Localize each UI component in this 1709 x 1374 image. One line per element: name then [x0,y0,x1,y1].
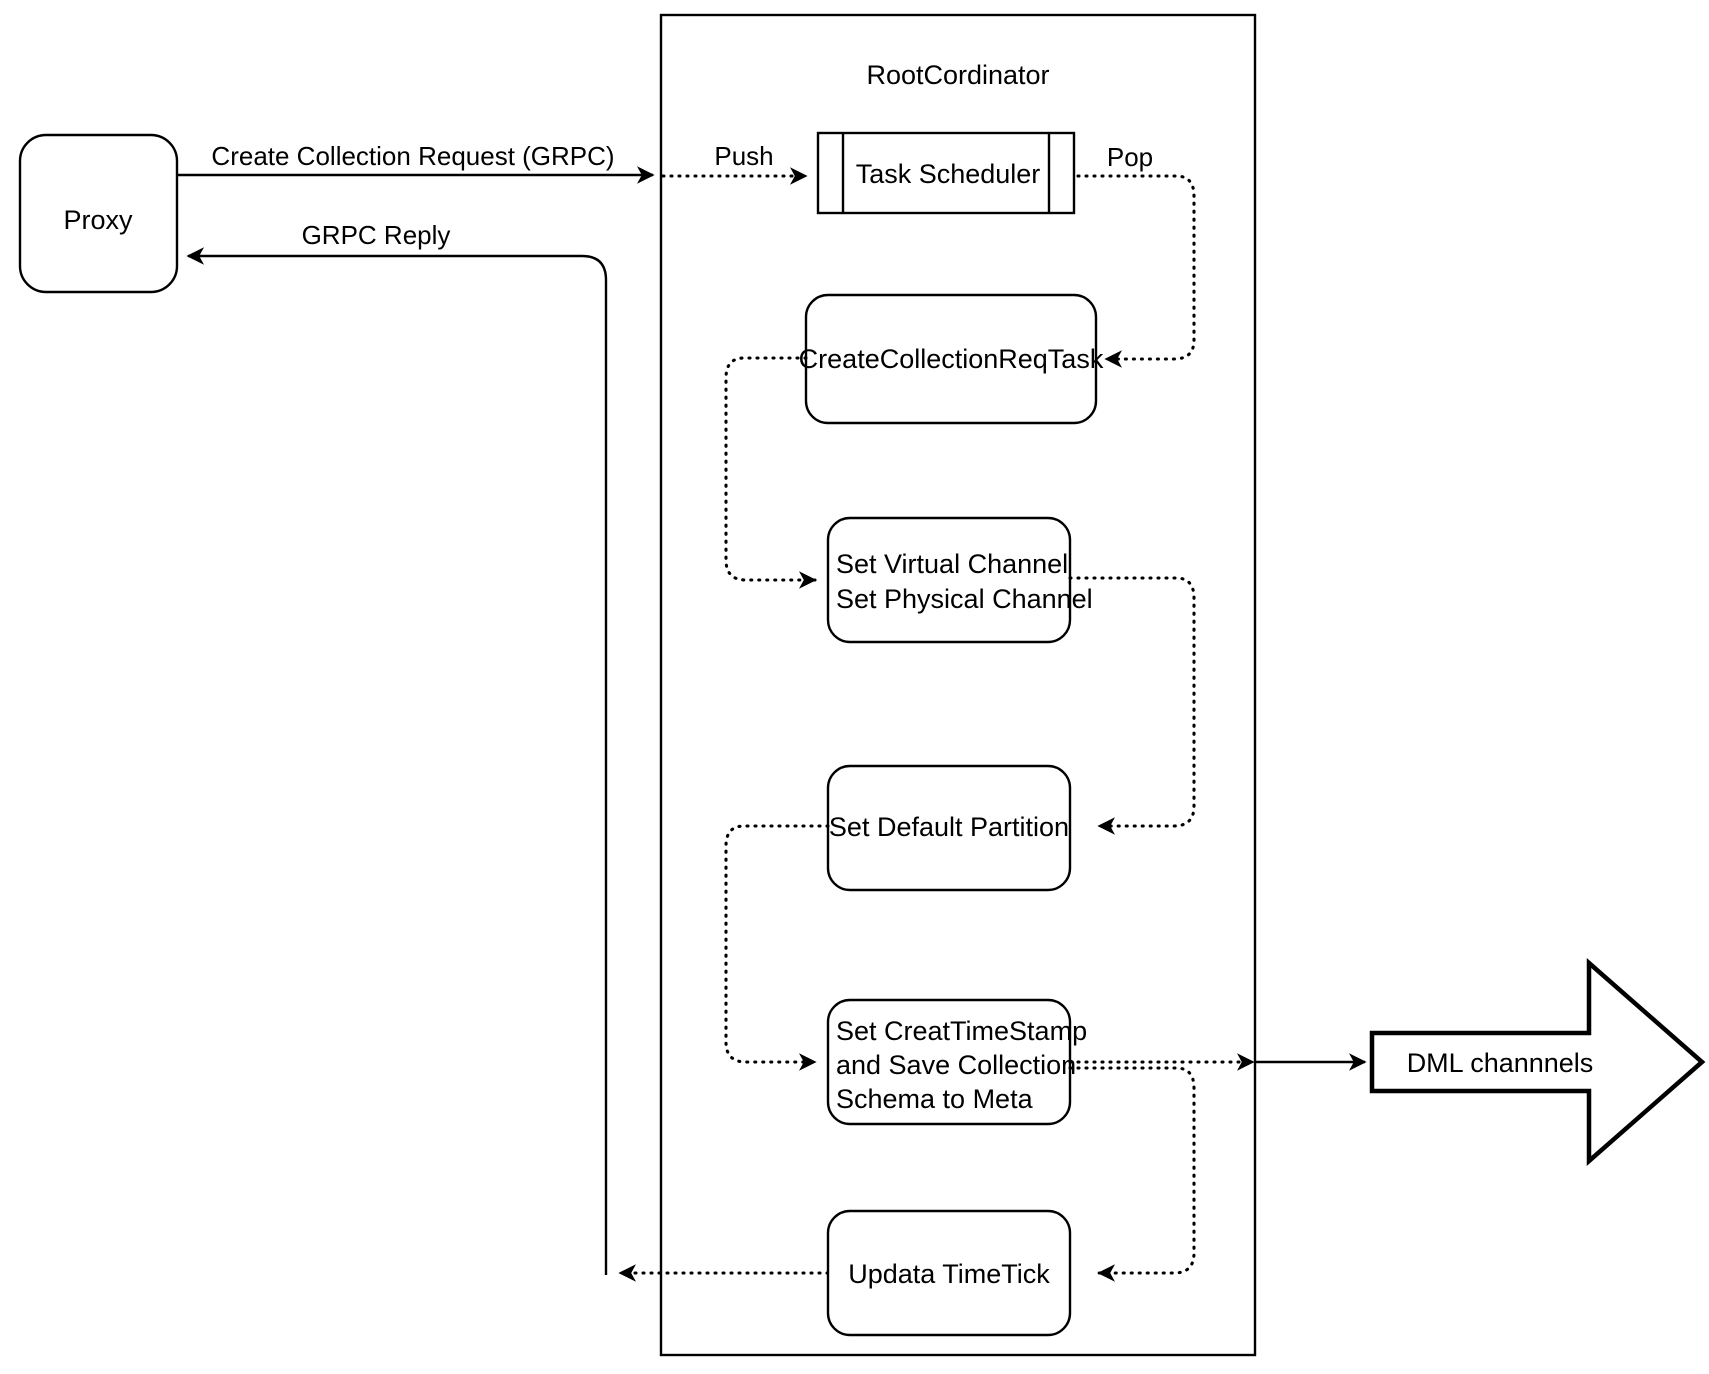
node-set-creat-timestamp[interactable]: Set CreatTimeStamp and Save Collection S… [826,998,1087,1126]
node-dml-channels[interactable]: DML channnels [1369,958,1706,1166]
node-updata-timetick[interactable]: Updata TimeTick [826,1209,1072,1337]
node-set-creat-timestamp-label-line2: and Save Collection [836,1050,1076,1080]
node-set-channel-label-line2: Set Physical Channel [836,584,1093,614]
node-set-channel[interactable]: Set Virtual Channel Set Physical Channel [826,516,1093,644]
edge-task-to-channel[interactable] [724,356,817,589]
edge-grpc-reply[interactable]: GRPC Reply [186,220,608,1275]
edge-create-collection-request-label: Create Collection Request (GRPC) [211,141,614,171]
node-proxy[interactable]: Proxy [18,133,179,294]
node-set-default-partition[interactable]: Set Default Partition [826,764,1072,892]
edge-timestamp-to-timetick[interactable] [1068,1066,1196,1282]
edge-partition-to-timestamp[interactable] [724,824,830,1071]
edge-channel-to-partition[interactable] [1068,576,1196,835]
node-set-creat-timestamp-label-line1: Set CreatTimeStamp [836,1016,1087,1046]
node-set-channel-label-line1: Set Virtual Channel [836,549,1068,579]
edge-push-label: Push [714,141,773,171]
node-set-creat-timestamp-label-line3: Schema to Meta [836,1084,1034,1114]
edge-push[interactable]: Push [661,141,808,185]
node-create-collection-req-task-label: CreateCollectionReqTask [799,344,1104,374]
node-updata-timetick-label: Updata TimeTick [848,1259,1050,1289]
edge-grpc-reply-label: GRPC Reply [302,220,451,250]
rootcordinator-label: RootCordinator [866,60,1049,90]
node-task-scheduler[interactable]: Task Scheduler [816,131,1076,215]
rootcordinator-container[interactable]: RootCordinator [659,13,1257,1357]
edge-create-collection-request[interactable]: Create Collection Request (GRPC) [177,141,655,184]
edge-pop[interactable]: Pop [1076,142,1196,368]
node-dml-channels-label: DML channnels [1407,1048,1594,1078]
node-create-collection-req-task[interactable]: CreateCollectionReqTask [799,293,1104,425]
edge-pop-label: Pop [1107,142,1153,172]
node-set-default-partition-label: Set Default Partition [829,812,1069,842]
node-proxy-label: Proxy [63,205,133,235]
node-task-scheduler-label: Task Scheduler [856,159,1041,189]
